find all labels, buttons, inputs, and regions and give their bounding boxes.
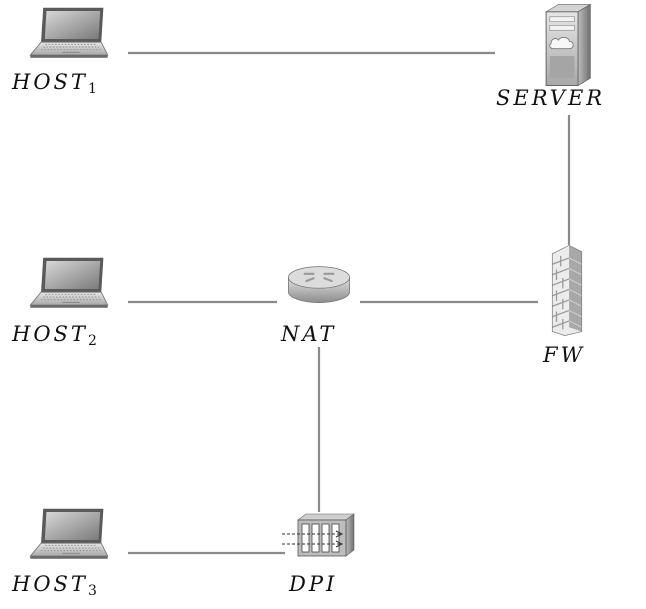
router-icon (287, 265, 351, 304)
server-icon (545, 3, 591, 87)
fw-label: FW (543, 343, 586, 367)
host1-laptop-icon (29, 7, 109, 59)
host3-label: HOST3 (12, 572, 97, 599)
dpi-appliance-icon (281, 513, 355, 557)
host2-label: HOST2 (12, 322, 97, 349)
host1-label: HOST1 (12, 70, 97, 97)
host3-laptop-icon (29, 508, 109, 560)
dpi-label: DPI (289, 572, 338, 596)
firewall-icon (551, 244, 583, 337)
server-label: SERVER (496, 86, 606, 110)
host2-laptop-icon (29, 257, 109, 309)
nat-label: NAT (281, 322, 337, 346)
